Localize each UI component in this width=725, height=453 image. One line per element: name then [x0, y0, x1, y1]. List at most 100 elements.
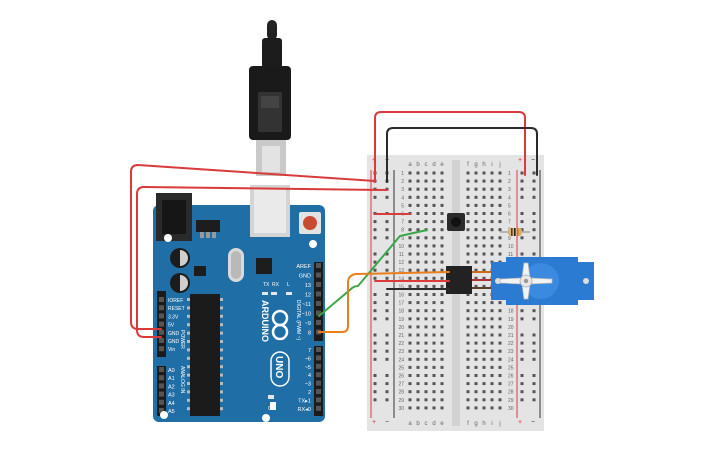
terminal-hole[interactable] [408, 309, 412, 313]
rail-hole[interactable] [373, 220, 377, 224]
terminal-hole[interactable] [466, 341, 470, 345]
terminal-hole[interactable] [408, 382, 412, 386]
terminal-hole[interactable] [482, 301, 486, 305]
terminal-hole[interactable] [440, 349, 444, 353]
terminal-hole[interactable] [482, 398, 486, 402]
terminal-hole[interactable] [482, 203, 486, 207]
terminal-hole[interactable] [416, 252, 420, 256]
terminal-hole[interactable] [424, 236, 428, 240]
terminal-hole[interactable] [482, 374, 486, 377]
rail-hole[interactable] [532, 382, 536, 386]
terminal-hole[interactable] [474, 406, 478, 410]
terminal-hole[interactable] [424, 341, 428, 345]
terminal-hole[interactable] [474, 244, 478, 248]
terminal-hole[interactable] [440, 244, 444, 248]
rail-hole[interactable] [385, 195, 389, 199]
terminal-hole[interactable] [498, 390, 502, 394]
terminal-hole[interactable] [482, 309, 486, 313]
terminal-hole[interactable] [440, 284, 444, 288]
rail-hole[interactable] [385, 374, 389, 377]
terminal-hole[interactable] [432, 357, 436, 361]
terminal-hole[interactable] [416, 244, 420, 248]
power-pin-hole[interactable] [159, 297, 164, 302]
terminal-hole[interactable] [474, 365, 478, 369]
terminal-hole[interactable] [432, 228, 436, 232]
terminal-hole[interactable] [474, 374, 478, 377]
terminal-hole[interactable] [490, 325, 494, 329]
terminal-hole[interactable] [408, 284, 412, 288]
terminal-hole[interactable] [498, 252, 502, 256]
terminal-hole[interactable] [498, 171, 502, 175]
terminal-hole[interactable] [474, 349, 478, 353]
rail-hole[interactable] [385, 341, 389, 345]
terminal-hole[interactable] [498, 365, 502, 369]
terminal-hole[interactable] [482, 325, 486, 329]
rail-hole[interactable] [520, 171, 524, 175]
terminal-hole[interactable] [408, 349, 412, 353]
terminal-hole[interactable] [416, 374, 420, 377]
terminal-hole[interactable] [466, 228, 470, 232]
wire-pin11-to-button[interactable] [318, 229, 428, 317]
rail-hole[interactable] [532, 341, 536, 345]
analog-pin-hole[interactable] [159, 399, 164, 405]
rail-hole[interactable] [532, 349, 536, 353]
terminal-hole[interactable] [440, 203, 444, 207]
terminal-hole[interactable] [432, 374, 436, 377]
rail-hole[interactable] [520, 357, 524, 361]
terminal-hole[interactable] [466, 374, 470, 377]
terminal-hole[interactable] [482, 390, 486, 394]
terminal-hole[interactable] [498, 325, 502, 329]
rail-hole[interactable] [373, 260, 377, 264]
terminal-hole[interactable] [490, 301, 494, 305]
terminal-hole[interactable] [482, 252, 486, 256]
terminal-hole[interactable] [432, 398, 436, 402]
terminal-hole[interactable] [432, 260, 436, 264]
terminal-hole[interactable] [408, 260, 412, 264]
rail-hole[interactable] [520, 228, 524, 232]
terminal-hole[interactable] [474, 276, 478, 280]
terminal-hole[interactable] [490, 171, 494, 175]
terminal-hole[interactable] [490, 382, 494, 386]
terminal-hole[interactable] [490, 357, 494, 361]
terminal-hole[interactable] [466, 357, 470, 361]
terminal-hole[interactable] [474, 382, 478, 386]
terminal-hole[interactable] [424, 244, 428, 248]
terminal-hole[interactable] [474, 203, 478, 207]
terminal-hole[interactable] [416, 398, 420, 402]
terminal-hole[interactable] [432, 406, 436, 410]
terminal-hole[interactable] [440, 276, 444, 280]
rail-hole[interactable] [520, 195, 524, 199]
terminal-hole[interactable] [498, 179, 502, 183]
terminal-hole[interactable] [432, 220, 436, 224]
wire-pin9-to-servo[interactable] [318, 271, 450, 333]
terminal-hole[interactable] [474, 398, 478, 402]
terminal-hole[interactable] [498, 374, 502, 377]
terminal-hole[interactable] [490, 236, 494, 240]
terminal-hole[interactable] [408, 220, 412, 224]
terminal-hole[interactable] [482, 228, 486, 232]
terminal-hole[interactable] [416, 406, 420, 410]
rail-hole[interactable] [373, 309, 377, 313]
digital-pin-hole[interactable] [316, 291, 321, 297]
terminal-hole[interactable] [466, 252, 470, 256]
rail-hole[interactable] [373, 236, 377, 240]
terminal-hole[interactable] [424, 390, 428, 394]
terminal-hole[interactable] [490, 309, 494, 313]
rail-hole[interactable] [532, 252, 536, 256]
rail-hole[interactable] [520, 390, 524, 394]
terminal-hole[interactable] [424, 349, 428, 353]
rail-hole[interactable] [520, 212, 524, 215]
power-pin-hole[interactable] [159, 338, 164, 343]
terminal-hole[interactable] [432, 365, 436, 369]
terminal-hole[interactable] [440, 187, 444, 191]
terminal-hole[interactable] [424, 406, 428, 410]
terminal-hole[interactable] [440, 341, 444, 345]
terminal-hole[interactable] [432, 187, 436, 191]
analog-pin-hole[interactable] [159, 367, 164, 372]
servo-connector[interactable] [446, 266, 472, 294]
terminal-hole[interactable] [490, 179, 494, 183]
terminal-hole[interactable] [440, 268, 444, 272]
terminal-hole[interactable] [490, 406, 494, 410]
terminal-hole[interactable] [432, 236, 436, 240]
terminal-hole[interactable] [408, 252, 412, 256]
